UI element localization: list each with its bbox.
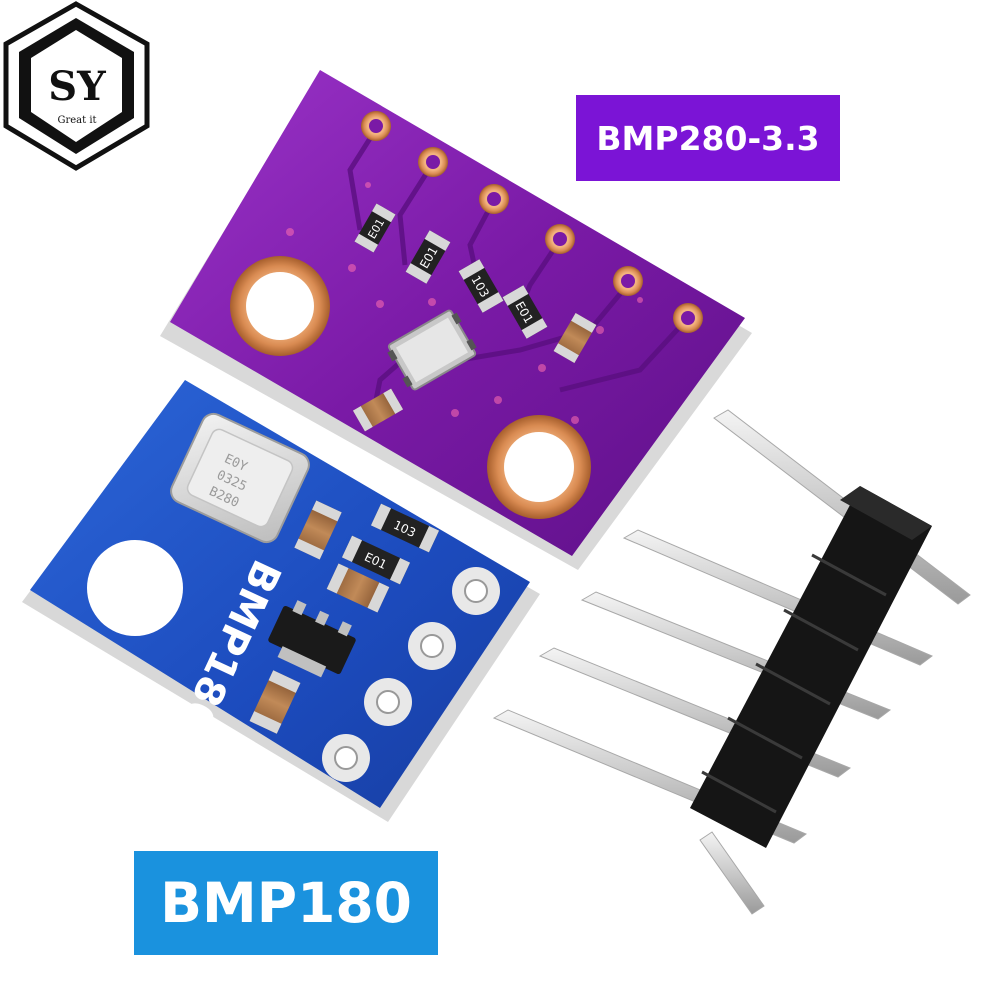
logo-monogram: SY	[48, 63, 106, 110]
logo-inner-face	[31, 30, 122, 142]
bmp180-mounting-hole	[87, 540, 183, 636]
bmp180-header-pads	[322, 567, 500, 782]
pin-header-short-pins	[699, 831, 765, 915]
brand-logo: SY Great it	[3, 1, 150, 171]
bmp180-capacitor-1	[294, 500, 342, 560]
bmp280-board: E01 E01 103 E01	[160, 70, 752, 570]
bmp280-mounting-holes	[230, 256, 591, 519]
bmp280-capacitor-1	[553, 312, 597, 364]
bmp280-resistor-2: E01	[405, 230, 451, 284]
bmp280-traces	[347, 127, 690, 406]
bmp180-label: BMP180	[134, 851, 438, 955]
bmp180-capacitor-2	[326, 563, 390, 613]
bmp180-board: E0Y 0325 B280 103 E01	[22, 380, 540, 822]
bmp280-sensor-chip	[387, 309, 477, 391]
bmp280-capacitor-2	[352, 388, 404, 432]
logo-tagline: Great it	[57, 115, 96, 126]
bmp280-vias	[286, 182, 643, 424]
bmp180-resistor-1: 103	[370, 503, 440, 553]
bmp180-sensor-chip: E0Y 0325 B280	[170, 412, 310, 544]
pin-header	[492, 409, 971, 915]
bmp280-label: BMP280-3.3	[576, 95, 840, 181]
bmp280-pcb	[170, 70, 745, 556]
bmp180-capacitor-3	[249, 670, 301, 734]
bmp180-regulator-ic	[268, 600, 356, 678]
bmp280-resistor-3: 103	[458, 259, 504, 313]
bmp280-resistor-1: E01	[354, 203, 396, 253]
bmp280-header-pads	[361, 111, 703, 333]
pin-header-housing	[690, 486, 932, 848]
bmp280-resistor-4: E01	[502, 285, 548, 339]
bmp180-resistor-2: E01	[341, 535, 411, 585]
